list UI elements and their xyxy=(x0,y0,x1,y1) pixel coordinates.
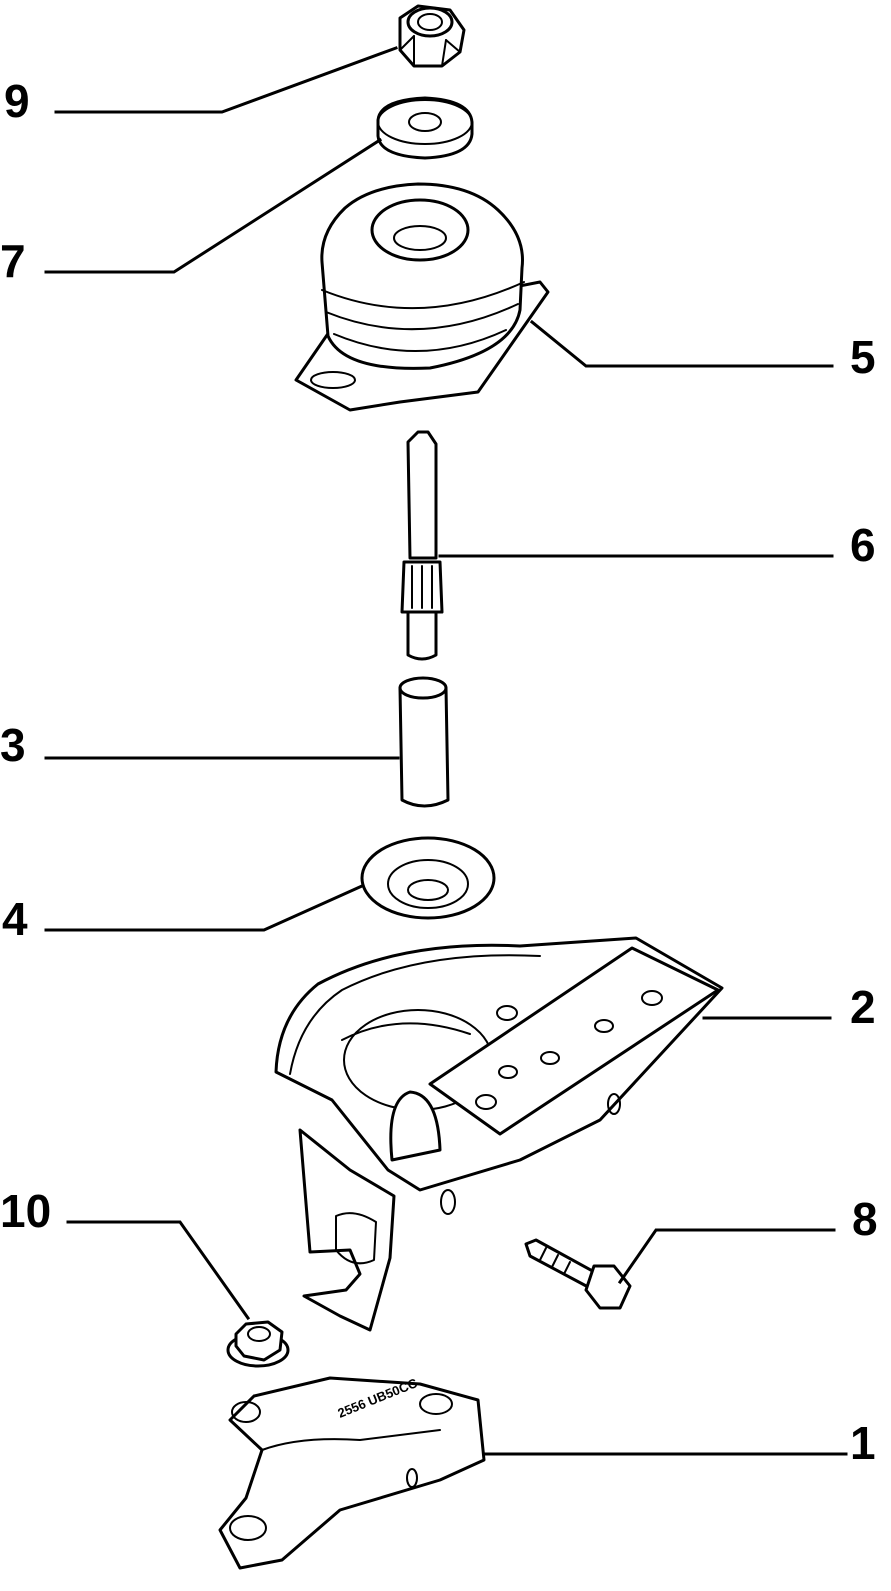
callout-5: 5 xyxy=(850,331,876,383)
part-6-stud xyxy=(400,430,444,661)
leader-10 xyxy=(66,1220,251,1321)
callout-8: 8 xyxy=(852,1193,878,1245)
part-9-hex-nut xyxy=(398,4,466,68)
leader-8 xyxy=(617,1228,836,1285)
callout-4: 4 xyxy=(2,893,28,945)
leader-7 xyxy=(44,137,383,274)
callout-10: 10 xyxy=(0,1185,52,1237)
callout-1: 1 xyxy=(850,1417,876,1469)
part-7-washer xyxy=(376,96,474,160)
part-10-flange-nut xyxy=(226,1320,290,1368)
part-1-lower-plate: 2556 UB50CC xyxy=(218,1375,486,1570)
callout-7: 7 xyxy=(0,235,26,287)
part-5-rubber-mount xyxy=(294,182,550,412)
callout-6: 6 xyxy=(850,519,876,571)
callout-3: 3 xyxy=(0,719,26,771)
part-3-spacer-tube xyxy=(398,676,450,808)
part-2-bracket xyxy=(274,936,724,1332)
leader-9 xyxy=(54,46,398,114)
callout-9: 9 xyxy=(4,75,30,127)
part-4-cup-washer xyxy=(360,836,496,920)
leader-4 xyxy=(44,884,364,932)
leader-5 xyxy=(529,319,834,368)
part-8-bolt xyxy=(524,1238,632,1310)
callout-2: 2 xyxy=(850,981,876,1033)
